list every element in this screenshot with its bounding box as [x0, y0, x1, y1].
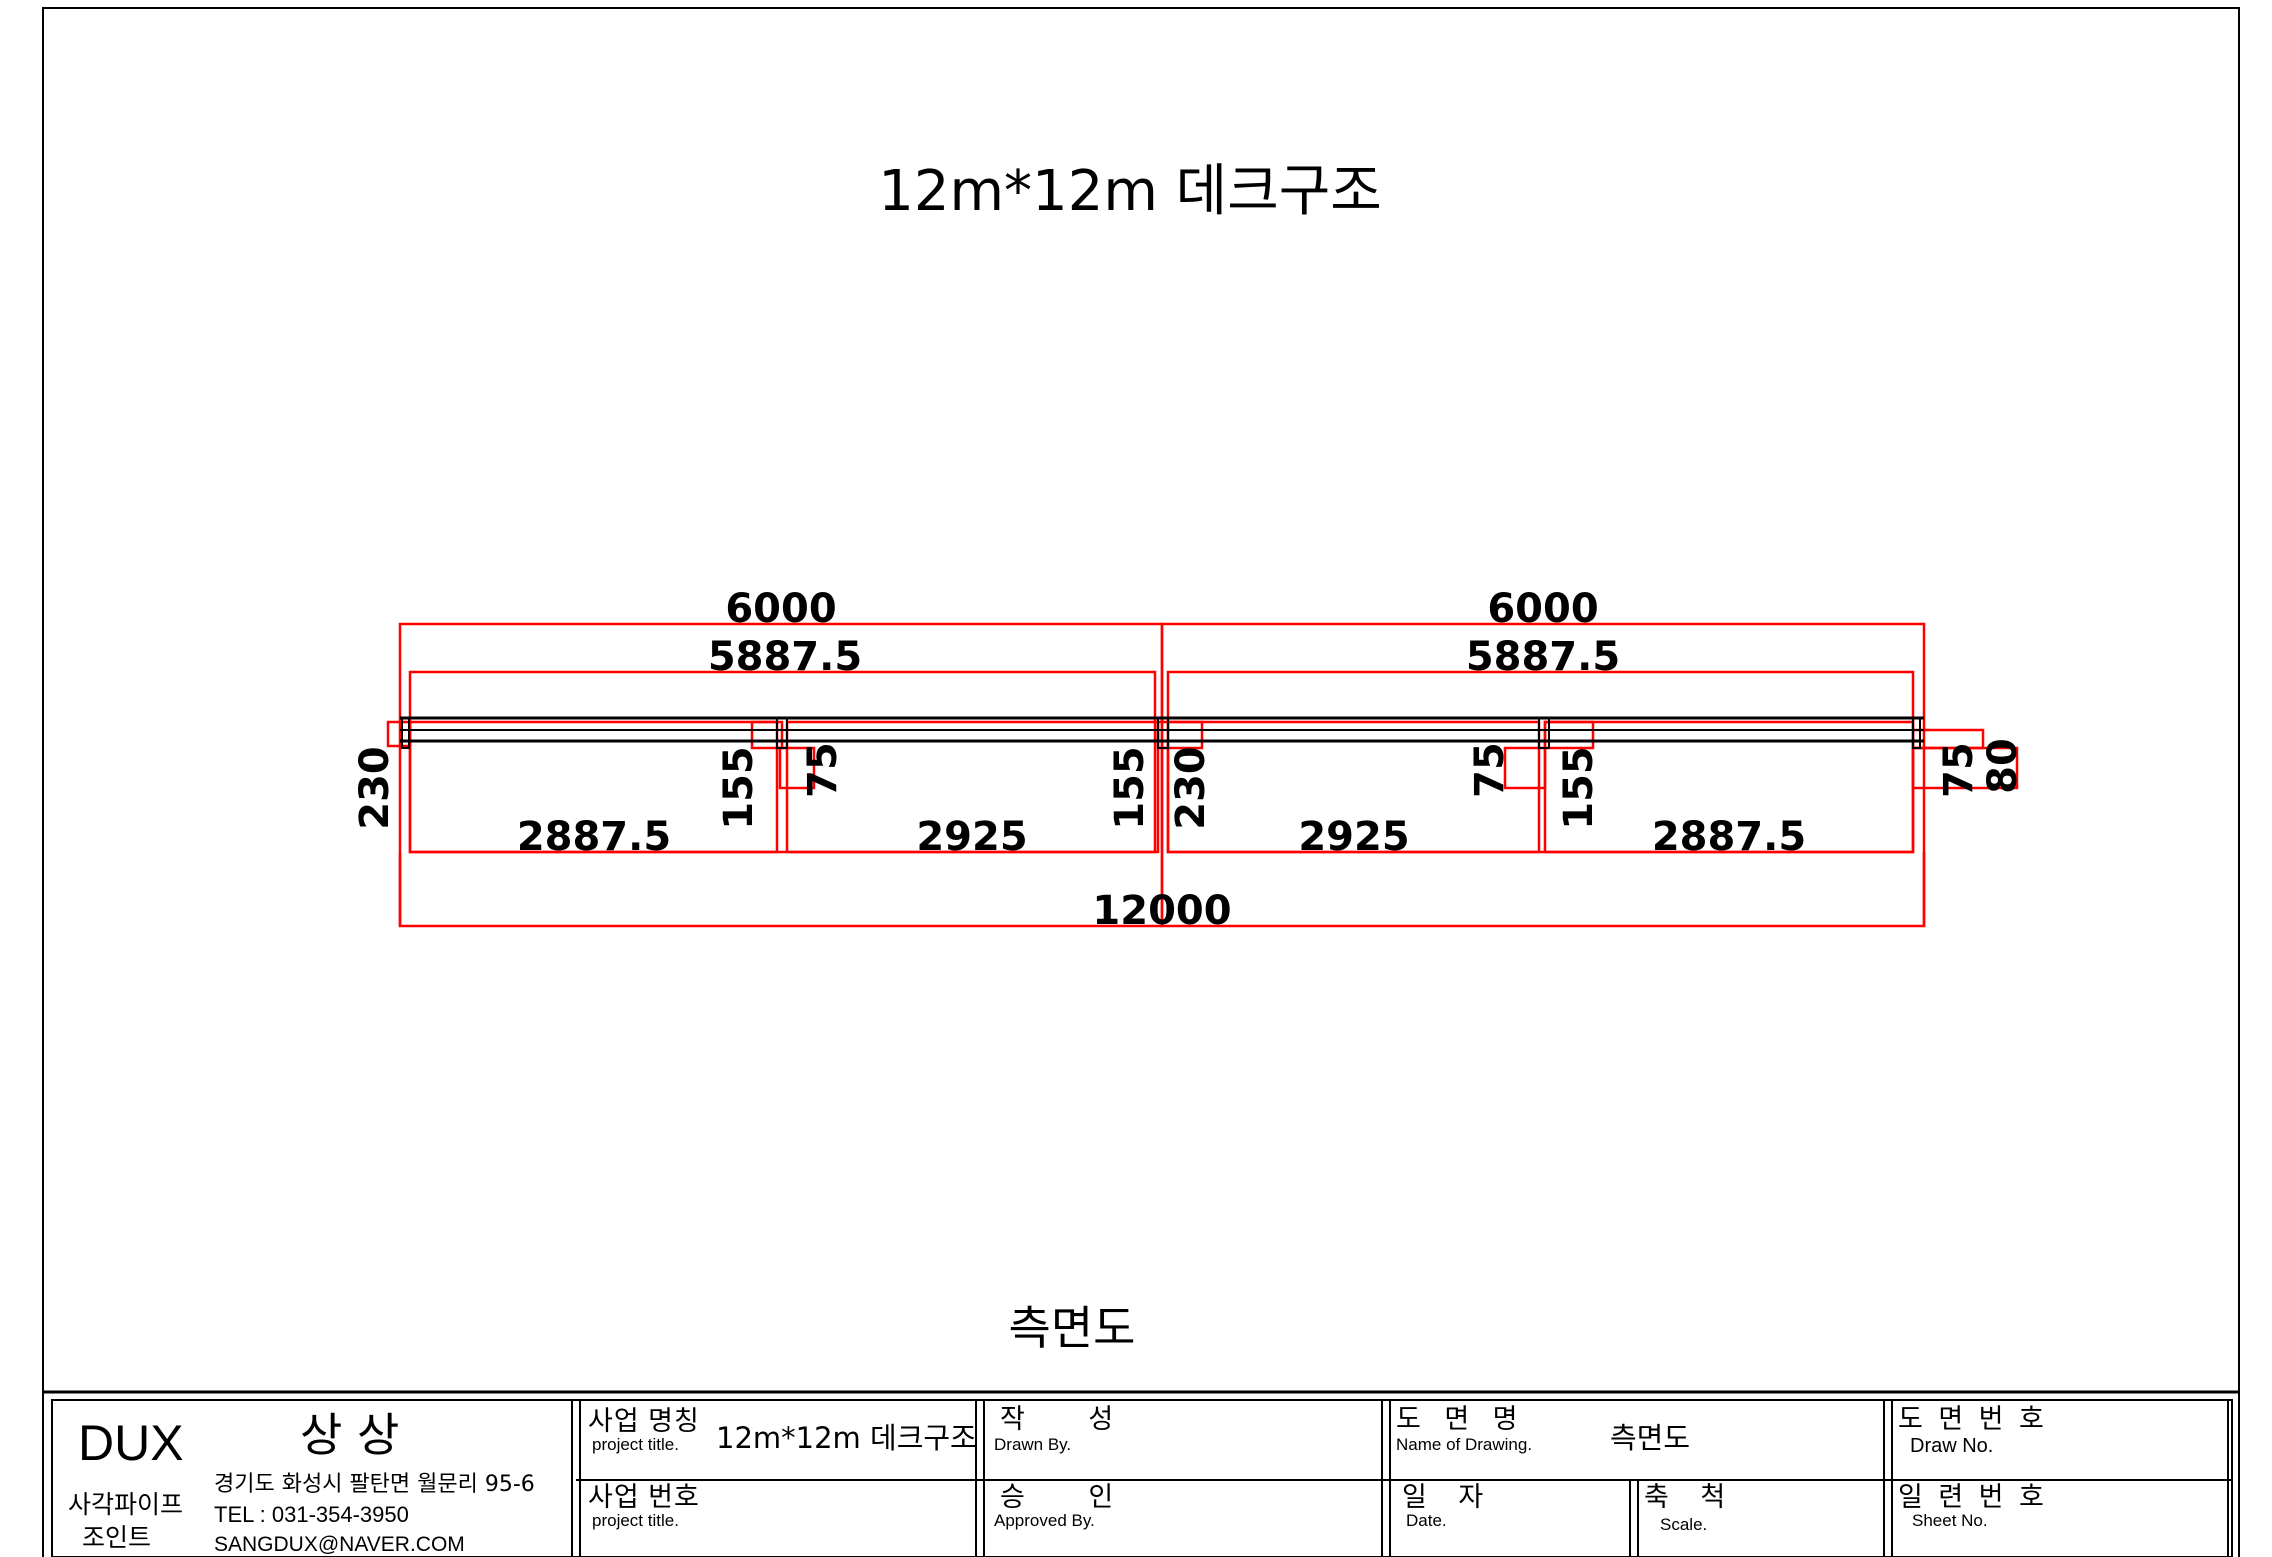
- dim-v-post2-155: 155: [1107, 746, 1153, 830]
- dimension-lines: [386, 622, 2019, 928]
- post-3: [1538, 717, 1550, 749]
- title-block-grid: [43, 1390, 2239, 1557]
- dim-span-1: 2887.5: [517, 814, 671, 860]
- dim-v-post1-155: 155: [716, 746, 762, 830]
- sheet-no-label-en: Sheet No.: [1912, 1511, 1988, 1530]
- dim-v-right-75: 75: [1936, 742, 1982, 798]
- deck-posts: [401, 717, 1921, 749]
- drawn-by-label-en: Drawn By.: [994, 1435, 1072, 1454]
- sheet-frame: [42, 7, 2240, 1557]
- company-tel: TEL : 031-354-3950: [214, 1502, 409, 1527]
- drawing-title: 12m*12m 데크구조: [878, 159, 1382, 224]
- company-product-line1: 사각파이프: [68, 1490, 184, 1519]
- dim-v-right-80: 80: [1980, 738, 2026, 794]
- post-0: [401, 717, 410, 749]
- dim-span-2: 2925: [916, 814, 1027, 860]
- post-4: [1912, 717, 1921, 749]
- dim-box-6000-right: [1160, 622, 1926, 928]
- post-2: [1157, 717, 1169, 749]
- project-number-label-en: project title.: [592, 1511, 679, 1530]
- dim-mark-post2-a: [1156, 720, 1204, 750]
- project-name-label-en: project title.: [592, 1435, 679, 1454]
- dim-v-post2-230: 230: [1168, 746, 1214, 830]
- post-1: [776, 717, 788, 749]
- company-name: 상 상: [300, 1408, 400, 1462]
- project-name-value: 12m*12m 데크구조: [716, 1421, 977, 1455]
- dim-v-left-230: 230: [352, 746, 398, 830]
- dim-mark-right-b: [1911, 746, 2019, 790]
- dim-span-4: 2887.5: [1652, 814, 1806, 860]
- drawing-no-label-en: Draw No.: [1910, 1435, 1994, 1457]
- dim-mark-post3-a: [1503, 746, 1547, 790]
- dim-5887-right: 5887.5: [1466, 634, 1620, 680]
- dim-mark-post3-b: [1543, 720, 1595, 750]
- dim-box-span-1: [408, 720, 779, 854]
- company-product-line2: 조인트: [82, 1523, 152, 1552]
- approved-by-label: 승 인: [1000, 1482, 1142, 1512]
- dim-v-post3-155: 155: [1556, 746, 1602, 830]
- dim-mark-post1-b: [778, 746, 816, 790]
- dim-5887-left: 5887.5: [708, 634, 862, 680]
- approved-by-label-en: Approved By.: [994, 1511, 1095, 1530]
- dim-12000: 12000: [1092, 888, 1231, 934]
- drawing-name-value: 측면도: [1610, 1421, 1691, 1455]
- date-label-en: Date.: [1406, 1511, 1447, 1530]
- dim-6000-left: 6000: [725, 586, 836, 632]
- date-label: 일 자: [1402, 1482, 1496, 1512]
- sheet-no-label: 일 련 번 호: [1898, 1482, 2048, 1512]
- dim-span-3: 2925: [1298, 814, 1409, 860]
- dim-6000-right: 6000: [1487, 586, 1598, 632]
- drawing-name-label: 도 면 명: [1396, 1404, 1526, 1434]
- drawing-no-label: 도 면 번 호: [1898, 1404, 2048, 1434]
- drawn-by-label: 작 성: [1000, 1404, 1142, 1434]
- view-caption: 측면도: [1009, 1301, 1136, 1355]
- company-email: SANGDUX@NAVER.COM: [214, 1533, 465, 1556]
- drawing-name-label-en: Name of Drawing.: [1396, 1435, 1533, 1454]
- dim-v-post3-75: 75: [1467, 742, 1513, 798]
- project-number-label: 사업 번호: [588, 1482, 700, 1512]
- project-name-label: 사업 명칭: [588, 1406, 700, 1436]
- dim-v-post1-75: 75: [800, 742, 846, 798]
- company-address: 경기도 화성시 팔탄면 월문리 95-6: [214, 1472, 535, 1497]
- dim-mark-post1-a: [750, 720, 784, 750]
- scale-label-en: Scale.: [1660, 1515, 1708, 1534]
- scale-label: 축 척: [1644, 1482, 1738, 1512]
- company-logo: DUX: [78, 1415, 184, 1471]
